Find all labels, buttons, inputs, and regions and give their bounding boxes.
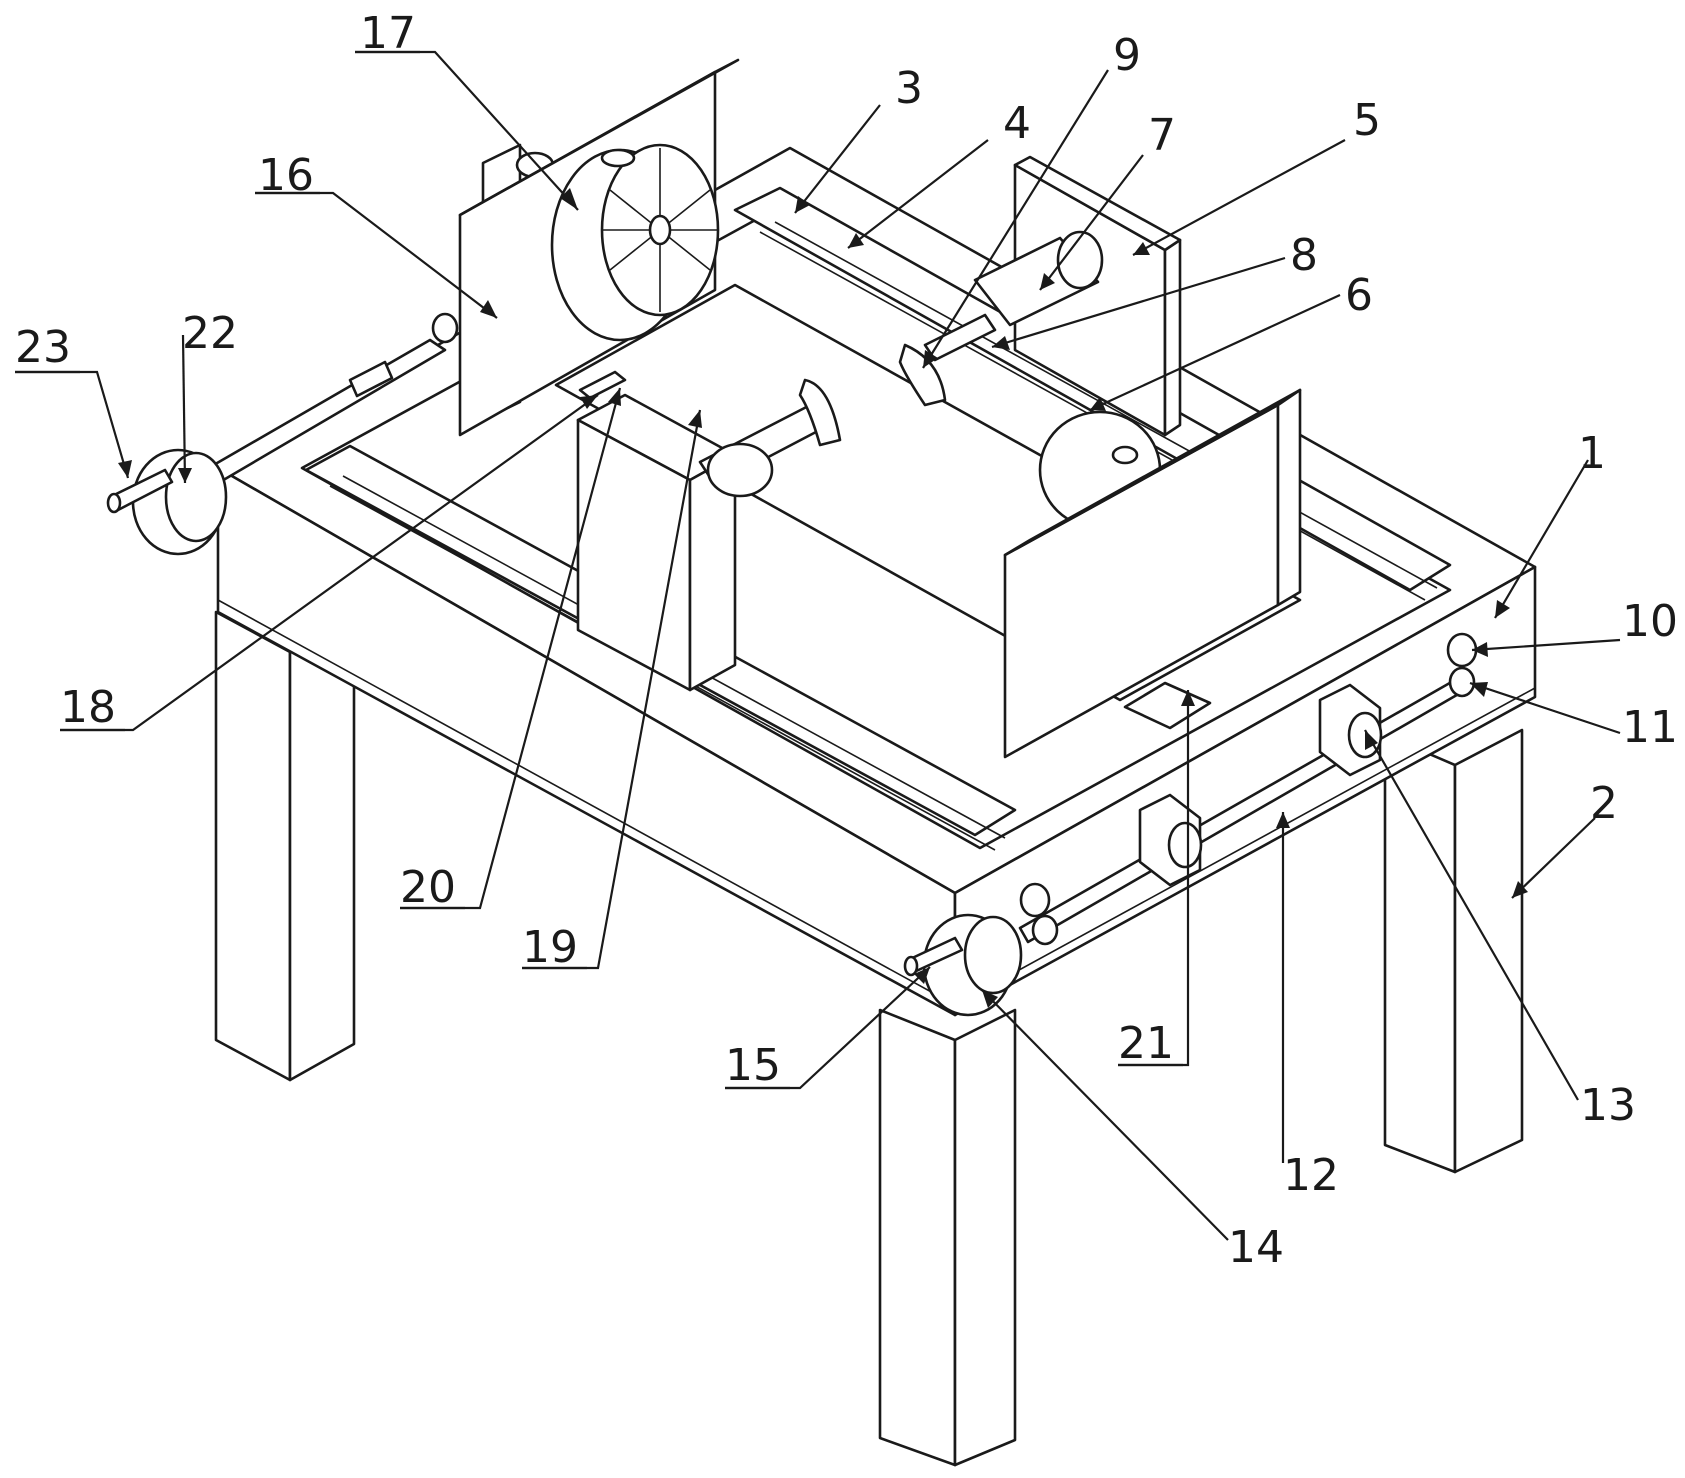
- callout-3: 3: [895, 63, 923, 114]
- front-jaw: [798, 378, 842, 447]
- leg-right-side: [1453, 728, 1524, 1174]
- callout-12: 12: [1283, 1150, 1339, 1201]
- leg-back-left-side: [288, 614, 356, 1082]
- callout-11: 11: [1622, 702, 1678, 753]
- plate-16-top: [458, 58, 740, 217]
- cylinder-end: [1056, 230, 1104, 290]
- callout-9: 9: [1113, 30, 1141, 81]
- left-bearing-back: [431, 312, 459, 344]
- callout-19: 19: [522, 922, 578, 973]
- callout-22: 22: [182, 308, 238, 359]
- front-lead-screw: [903, 632, 1478, 1017]
- callout-1: 1: [1578, 428, 1606, 479]
- guide-block-20: [578, 370, 627, 400]
- leg-front: [878, 1008, 957, 1467]
- callout-18: 18: [60, 682, 116, 733]
- handwheel-14-hub: [963, 915, 1023, 995]
- back-plate-5-top: [1013, 155, 1182, 252]
- callout-13: 13: [1580, 1080, 1636, 1131]
- leg-back-left: [214, 610, 292, 1082]
- callout-17: 17: [360, 8, 416, 59]
- left-coupling: [348, 360, 394, 398]
- left-drive-shaft: [106, 312, 459, 556]
- callout-23: 23: [15, 322, 71, 373]
- leg-right: [1383, 733, 1457, 1174]
- support-plate-front-edge: [1276, 388, 1302, 607]
- callout-8: 8: [1290, 230, 1318, 281]
- callout-15: 15: [725, 1040, 781, 1091]
- callout-21: 21: [1118, 1018, 1174, 1069]
- callout-labels: 17 16 3 4 9 7 5 8 6 23 22 18 20 19 1 10 …: [15, 8, 1678, 1273]
- spindle-hub: [706, 442, 774, 498]
- callout-20: 20: [400, 862, 456, 913]
- callout-10: 10: [1622, 596, 1678, 647]
- back-plate-5-edge: [1163, 238, 1182, 437]
- back-carriage: [898, 155, 1182, 437]
- callout-4: 4: [1003, 98, 1031, 149]
- handwheel-hub: [164, 451, 228, 543]
- clamp-jaw-9: [898, 343, 947, 407]
- callout-14: 14: [1228, 1222, 1284, 1273]
- leg-front-side: [953, 1008, 1017, 1467]
- callout-2: 2: [1590, 778, 1618, 829]
- front-carriage: [1003, 388, 1302, 759]
- callout-7: 7: [1148, 110, 1176, 161]
- callout-5: 5: [1353, 95, 1381, 146]
- callout-6: 6: [1345, 270, 1373, 321]
- bearing-11: [1448, 666, 1476, 698]
- bearing-10: [1446, 632, 1478, 668]
